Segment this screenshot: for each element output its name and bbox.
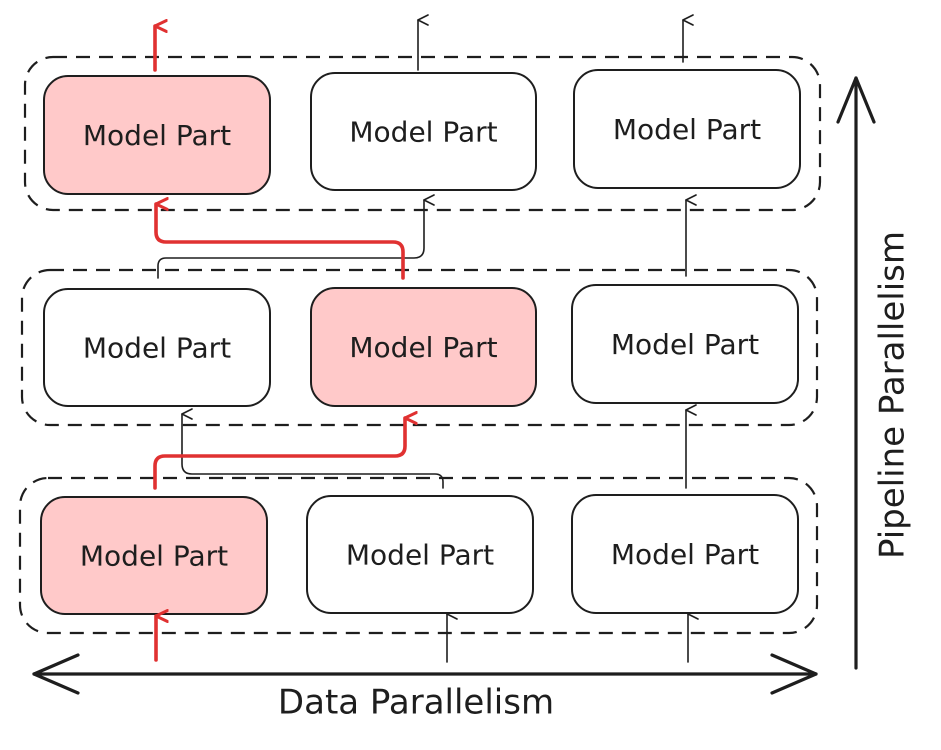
x-axis-label: Data Parallelism: [278, 683, 554, 723]
highlighted-path: [153, 26, 405, 662]
black-flows: [157, 14, 699, 663]
stage-group-middle: [20, 268, 819, 427]
model-part-box-middle-1: [43, 288, 271, 407]
red-arrow-bot-to-mid: [153, 418, 405, 490]
model-part-label-middle-3: Model Part: [611, 328, 759, 361]
arrow-mid-col1-to-top-col2: [157, 194, 435, 279]
model-part-label-top-2: Model Part: [349, 116, 497, 149]
model-part-label-middle-1: Model Part: [83, 332, 231, 365]
model-part-label-bottom-1: Model Part: [80, 540, 228, 573]
model-part-label-bottom-2: Model Part: [346, 539, 494, 572]
model-part-box-top-1: [43, 75, 271, 195]
model-part-box-bottom-3: [571, 494, 799, 614]
stage-group-top: [23, 55, 822, 212]
model-part-box-top-3: [573, 69, 801, 189]
model-part-label-bottom-3: Model Part: [611, 538, 759, 571]
red-arrow-mid-to-top: [154, 204, 405, 280]
model-part-label-top-3: Model Part: [613, 113, 761, 146]
model-part-box-bottom-2: [306, 495, 534, 614]
arrow-bot-col2-to-mid-col1: [181, 408, 444, 489]
model-part-box-bottom-1: [40, 496, 268, 615]
model-part-box-middle-3: [571, 284, 799, 404]
pipeline-parallelism-arrowhead: [836, 76, 876, 124]
model-part-box-middle-2: [310, 287, 537, 407]
model-part-label-top-1: Model Part: [83, 119, 231, 152]
model-part-label-middle-2: Model Part: [349, 331, 497, 364]
data-parallelism-arrowhead-left: [32, 653, 80, 695]
y-axis-label: Pipeline Parallelism: [873, 231, 913, 559]
stage-group-bottom: [18, 476, 819, 635]
data-parallelism-arrowhead-right: [770, 653, 818, 695]
model-part-box-top-2: [310, 72, 537, 191]
